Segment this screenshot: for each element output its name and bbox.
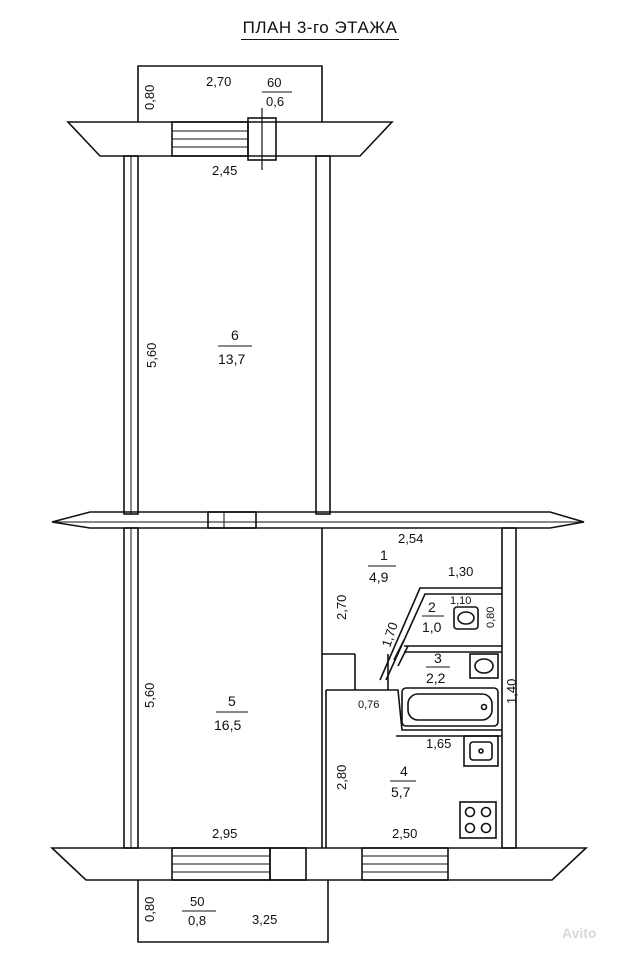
room3-num: 3 — [434, 650, 442, 666]
room5-area: 16,5 — [214, 717, 241, 733]
stove — [459, 801, 497, 839]
room5-width: 2,95 — [212, 826, 237, 841]
kitchen-width: 2,50 — [392, 826, 417, 841]
room6-right-wall — [315, 155, 331, 515]
room5-height: 5,60 — [142, 683, 157, 708]
room2-num: 2 — [428, 599, 436, 615]
room4-num: 4 — [400, 763, 408, 779]
top-balcony-depth: 0,80 — [142, 85, 157, 110]
room6-height: 5,60 — [144, 343, 159, 368]
top-outer-wall — [66, 121, 394, 157]
room6-width: 2,45 — [212, 163, 237, 178]
top-balcony-length: 2,70 — [206, 74, 231, 89]
sink — [469, 653, 499, 679]
room4-area: 5,7 — [391, 784, 411, 800]
bottom-balcony-outline — [137, 880, 329, 943]
middle-window — [207, 511, 257, 529]
hall-height: 2,70 — [334, 595, 349, 620]
toilet — [453, 606, 479, 630]
room6-num: 6 — [231, 327, 239, 343]
room6-area: 13,7 — [218, 351, 245, 367]
diag-length: 1,70 — [379, 620, 401, 649]
top-balcony-num: 60 — [267, 75, 281, 90]
plan-title-text: ПЛАН 3-го ЭТАЖА — [240, 18, 400, 40]
room1-area: 4,9 — [369, 569, 389, 585]
wc-depth: 0,80 — [485, 607, 497, 628]
bottom-balcony-num: 50 — [190, 894, 204, 909]
kitchen-inner: 1,65 — [426, 736, 451, 751]
bottom-outer-wall — [49, 847, 589, 881]
bottom-balcony-length: 3,25 — [252, 912, 277, 927]
kitchen-height: 2,80 — [334, 765, 349, 790]
wc-inner: 1,10 — [450, 595, 471, 607]
room2-area: 1,0 — [422, 619, 442, 635]
bathtub — [401, 687, 499, 727]
bottom-balcony-door — [269, 847, 307, 881]
hall-width: 2,54 — [398, 531, 423, 546]
watermark: Avito — [562, 925, 596, 941]
niche-width: 0,76 — [358, 699, 379, 711]
room3-area: 2,2 — [426, 670, 446, 686]
wc-width: 1,30 — [448, 564, 473, 579]
room5-num: 5 — [228, 693, 236, 709]
plan-title: ПЛАН 3-го ЭТАЖА — [0, 18, 640, 40]
bottom-balcony-area: 0,8 — [188, 913, 206, 928]
wc-partition — [379, 587, 502, 681]
room1-num: 1 — [380, 547, 388, 563]
bath-partition — [388, 689, 502, 731]
right-wall-length: 1,40 — [504, 679, 519, 704]
top-balcony-outline — [137, 65, 323, 122]
top-balcony-area: 0,6 — [266, 94, 284, 109]
bottom-balcony-depth: 0,80 — [142, 897, 157, 922]
kitchen-sink — [463, 735, 499, 767]
